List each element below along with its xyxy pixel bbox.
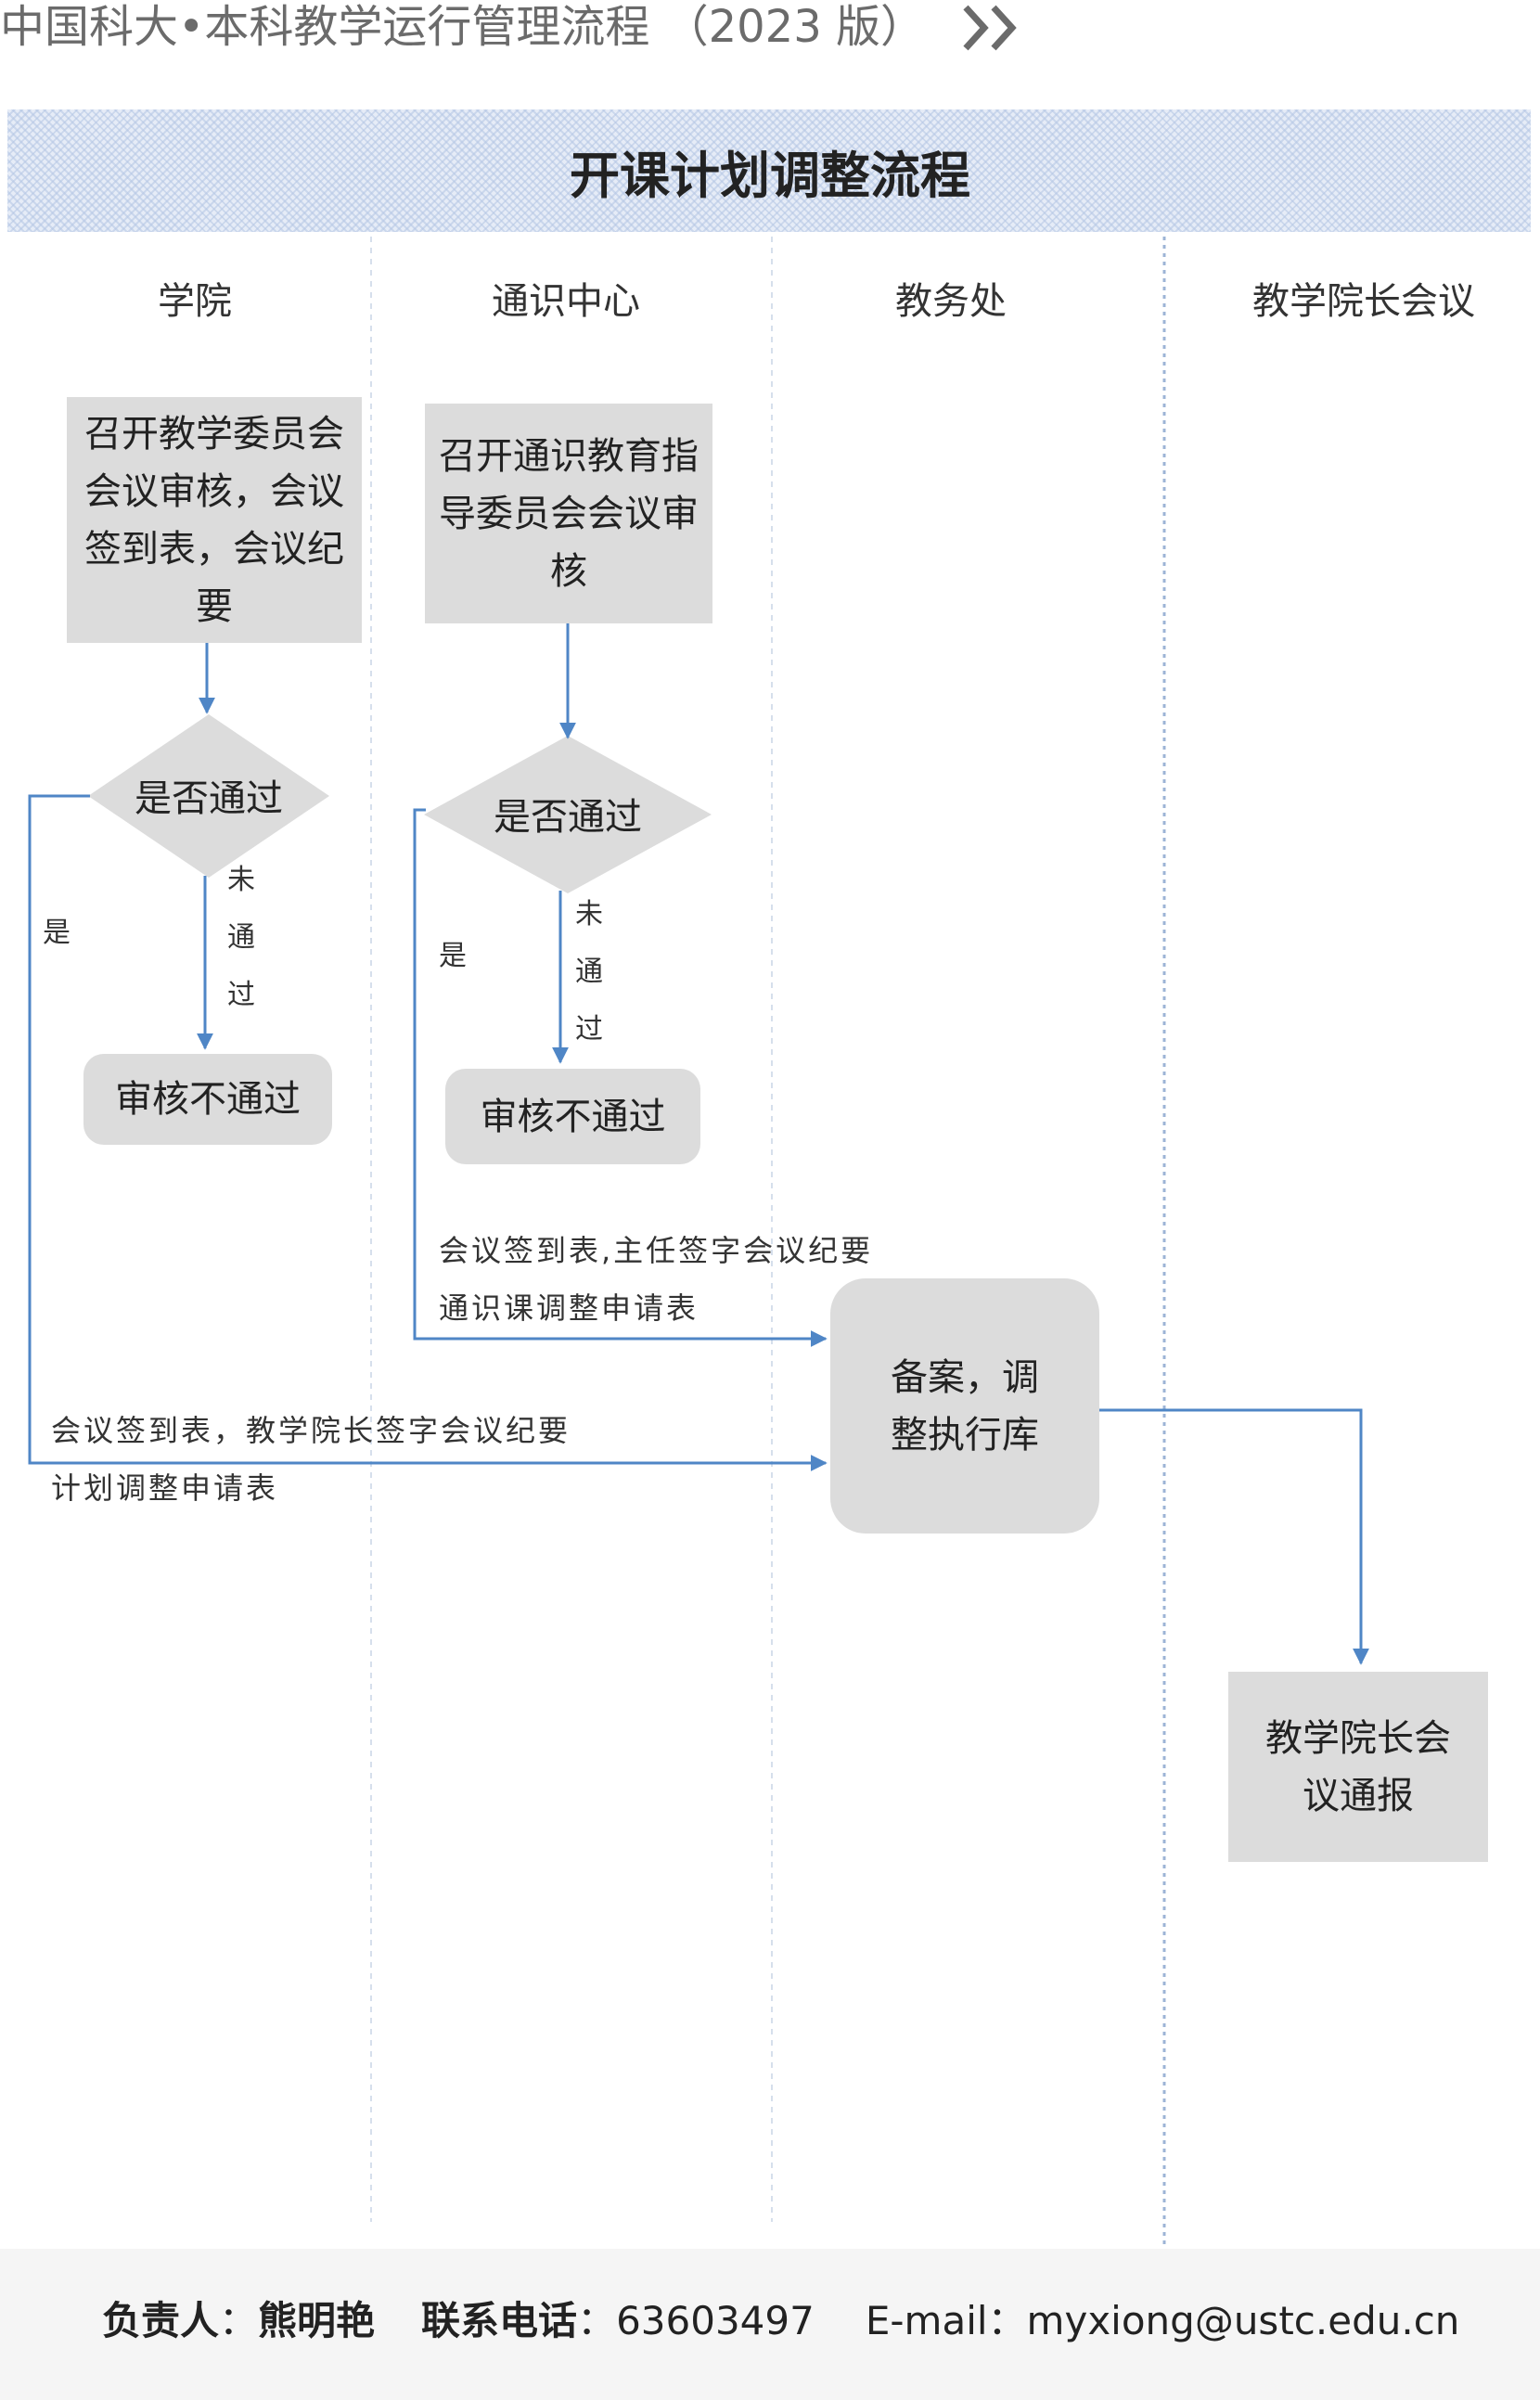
general-meeting-box: 召开通识教育指导委员会会议审核 <box>425 404 712 623</box>
arrow-general-yes-to-record <box>413 808 828 1347</box>
general-docs-line-2: 通识课调整申请表 <box>439 1290 699 1326</box>
chevron-right-icon <box>963 5 1017 51</box>
arrow-record-to-report <box>1099 1408 1369 1665</box>
lane-header-academic-affairs: 教务处 <box>895 280 1007 323</box>
general-docs-line-1: 会议签到表,主任签字会议纪要 <box>439 1233 874 1268</box>
phone-label: 联系电话 <box>421 2298 578 2343</box>
college-reject-box: 审核不通过 <box>83 1054 332 1145</box>
owner-label: 负责人 <box>102 2298 220 2343</box>
college-meeting-box: 召开教学委员会会议审核，会议签到表，会议纪要 <box>67 397 362 643</box>
phone-number: 63603497 <box>616 2298 815 2343</box>
record-box: 备案，调整执行库 <box>830 1278 1099 1534</box>
colon: ： <box>219 2298 259 2343</box>
footer <box>0 2249 1540 2400</box>
college-decision-label: 是否通过 <box>135 777 283 820</box>
college-docs-line-2: 计划调整申请表 <box>51 1470 279 1506</box>
colon: ： <box>577 2298 617 2343</box>
general-decision-diamond <box>424 736 712 893</box>
general-not-passed-label: 未通过 <box>575 898 603 1046</box>
general-reject-box: 审核不通过 <box>445 1069 700 1164</box>
general-decision-label: 是否通过 <box>494 796 642 839</box>
report-box: 教学院长会议通报 <box>1228 1672 1488 1862</box>
general-yes-label: 是 <box>439 940 467 972</box>
college-docs-line-1: 会议签到表，教学院长签字会议纪要 <box>51 1413 571 1448</box>
email-label: E-mail： <box>865 2298 1027 2343</box>
email-link[interactable]: myxiong@ustc.edu.cn <box>1026 2298 1460 2343</box>
page-header-title: 中国科大•本科教学运行管理流程 （2023 版） <box>0 1 925 53</box>
arrow-college-yes-to-record <box>28 794 828 1471</box>
title-band <box>7 109 1531 232</box>
college-yes-label: 是 <box>43 917 71 949</box>
college-decision-diamond <box>88 714 329 878</box>
flow-title: 开课计划调整流程 <box>570 147 970 205</box>
college-not-passed-label: 未通过 <box>227 864 255 1011</box>
lane-header-general-center: 通识中心 <box>492 280 640 323</box>
lane-header-dean-meeting: 教学院长会议 <box>1252 280 1475 323</box>
lane-header-college: 学院 <box>158 280 232 323</box>
owner-name: 熊明艳 <box>258 2298 376 2343</box>
